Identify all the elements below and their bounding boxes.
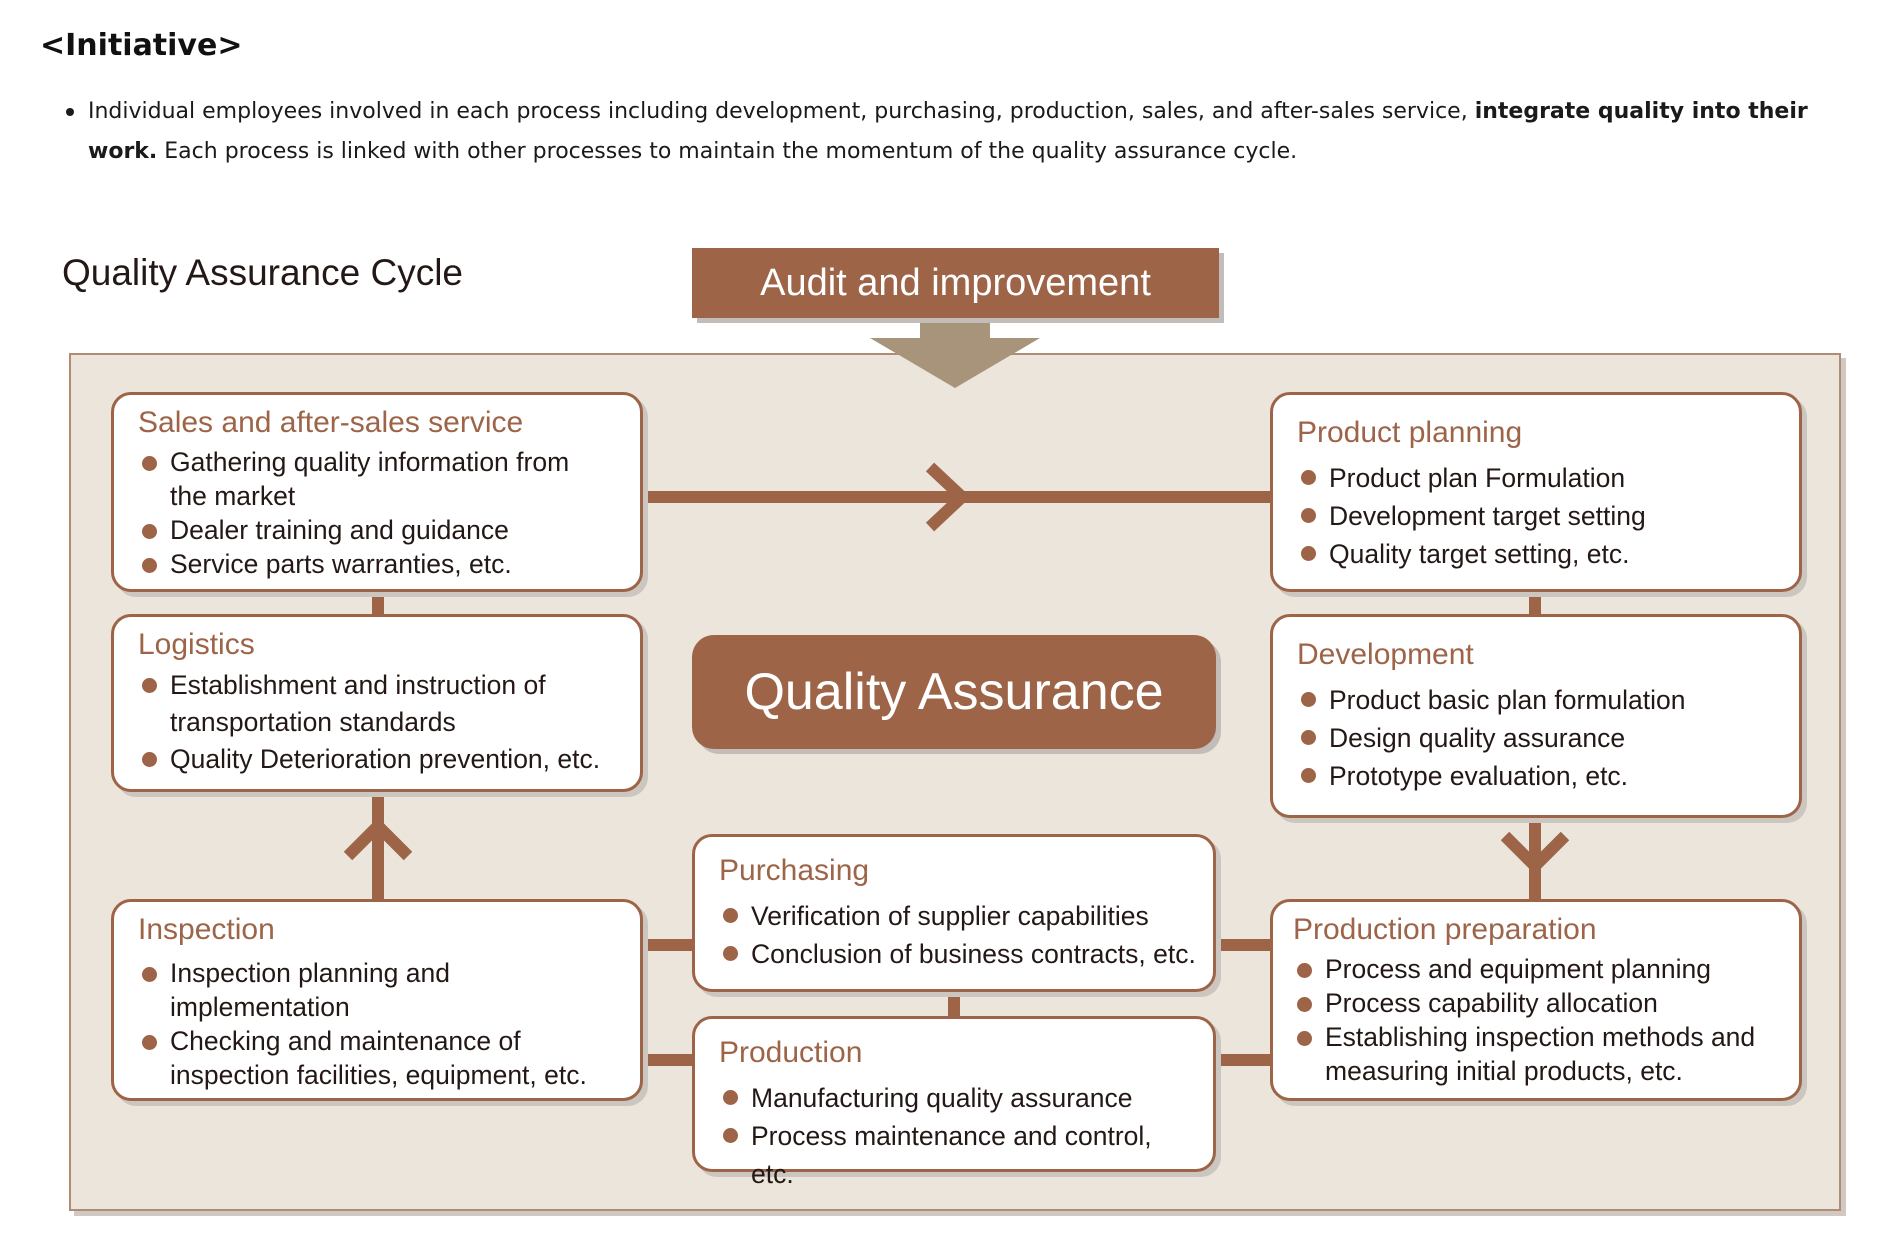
intro-text-b: Each process is linked with other proces… [157,139,1298,164]
right-arrow-icon [925,462,971,532]
list-item: Quality target setting, etc. [1297,535,1785,573]
box-title: Logistics [138,628,255,661]
list-item: Service parts warranties, etc. [138,547,626,581]
connector-sales-logistics [372,588,384,616]
list-item: Gathering quality information from the m… [138,445,610,513]
intro-bullet: Individual employees involved in each pr… [62,92,1852,172]
connector-purchasing-production [948,992,960,1020]
box-title: Sales and after-sales service [138,406,524,439]
list-item: Process maintenance and control, etc. [719,1117,1199,1193]
list-item: Inspection planning and implementation [138,956,490,1024]
up-arrow-stem [372,826,384,902]
intro-list: Individual employees involved in each pr… [62,92,1852,172]
list-item: Verification of supplier capabilities [719,897,1199,935]
quality-assurance-center: Quality Assurance [692,635,1216,749]
list-item: Checking and maintenance of inspection f… [138,1024,640,1092]
box-inspection: Inspection Inspection planning and imple… [111,899,643,1101]
list-item: Product basic plan formulation [1297,681,1785,719]
box-title: Production preparation [1293,913,1597,946]
box-items: Verification of supplier capabilities Co… [719,897,1199,973]
box-product-planning: Product planning Product plan Formulatio… [1270,392,1802,592]
box-sales-service: Sales and after-sales service Gathering … [111,392,643,592]
box-title: Development [1297,638,1474,671]
list-item: Manufacturing quality assurance [719,1079,1199,1117]
section-heading: <Initiative> [40,28,243,63]
box-items: Establishment and instruction of transpo… [138,667,626,778]
box-items: Product basic plan formulation Design qu… [1297,681,1785,795]
connector-inspection-production [640,1054,694,1066]
box-purchasing: Purchasing Verification of supplier capa… [692,834,1216,992]
box-title: Product planning [1297,416,1523,449]
list-item: Design quality assurance [1297,719,1785,757]
box-logistics: Logistics Establishment and instruction … [111,614,643,792]
connector-planning-development [1529,590,1541,616]
connector-production-preparation [1214,1054,1274,1066]
box-items: Product plan Formulation Development tar… [1297,459,1785,573]
box-items: Manufacturing quality assurance Process … [719,1079,1199,1193]
diagram-title: Quality Assurance Cycle [62,252,464,293]
list-item: Prototype evaluation, etc. [1297,757,1785,795]
connector-purchasing-preparation [1214,939,1274,951]
box-title: Inspection [138,913,275,946]
down-arrow-icon [1500,831,1570,875]
audit-arrow-icon [870,318,1040,388]
box-production: Production Manufacturing quality assuran… [692,1016,1216,1189]
intro-text-a: Individual employees involved in each pr… [88,99,1475,124]
box-items: Gathering quality information from the m… [138,445,626,581]
list-item: Process capability allocation [1293,986,1785,1020]
list-item: Process and equipment planning [1293,952,1785,986]
audit-improvement-banner: Audit and improvement [692,248,1219,318]
list-item: Quality Deterioration prevention, etc. [138,741,626,778]
box-production-preparation: Production preparation Process and equip… [1270,899,1802,1101]
intro-bold: integrate quality into their work. [88,99,1808,164]
list-item: Conclusion of business contracts, etc. [719,935,1199,973]
box-title: Purchasing [719,854,870,887]
box-title: Production [719,1036,863,1069]
list-item: Dealer training and guidance [138,513,626,547]
box-items: Process and equipment planning Process c… [1293,952,1785,1088]
box-development: Development Product basic plan formulati… [1270,614,1802,818]
list-item: Development target setting [1297,497,1785,535]
list-item: Establishing inspection methods and meas… [1293,1020,1795,1088]
list-item: Establishment and instruction of transpo… [138,667,590,741]
box-items: Inspection planning and implementation C… [138,956,626,1092]
connector-inspection-purchasing [640,939,694,951]
list-item: Product plan Formulation [1297,459,1785,497]
